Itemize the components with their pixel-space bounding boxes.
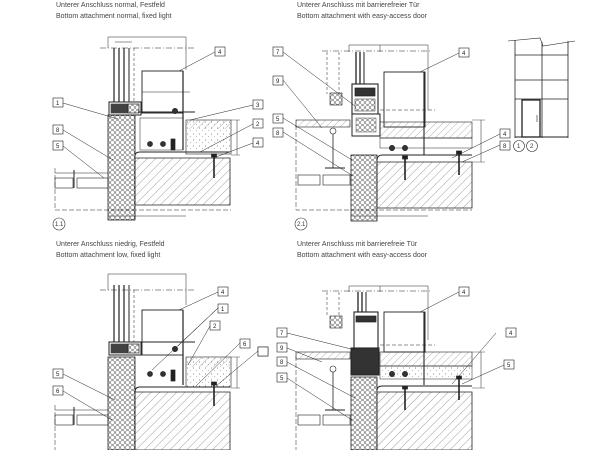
svg-text:2: 2: [530, 144, 534, 150]
detail-1-2-callouts: 4 1 2 6 4 5 6: [52, 286, 269, 396]
svg-text:6: 6: [56, 389, 60, 395]
svg-text:5: 5: [280, 376, 284, 382]
svg-text:4: 4: [221, 290, 225, 296]
caption-english: Bottom attachment normal, fixed light: [56, 13, 172, 20]
detail-2-1-callouts: 4 7 9 5 8 4 8 2.1: [272, 46, 511, 231]
svg-text:8: 8: [276, 131, 280, 137]
elevation-view: [507, 37, 576, 138]
svg-text:9: 9: [276, 79, 280, 85]
svg-text:9: 9: [280, 346, 284, 352]
svg-text:8: 8: [280, 360, 284, 366]
svg-text:5: 5: [276, 117, 280, 123]
detail-1-1-callouts: 4 1 8 5 3 2 4 1.1: [52, 46, 264, 231]
caption-english: Bottom attachment with easy-access door: [297, 13, 427, 20]
svg-text:4: 4: [462, 51, 466, 57]
svg-text:1.1: 1.1: [55, 222, 64, 228]
caption-english: Bottom attachment with easy-access door: [297, 252, 427, 259]
svg-text:2: 2: [213, 324, 217, 330]
detail-2-2: [286, 285, 505, 450]
svg-text:4: 4: [256, 141, 260, 147]
caption-2-2: Unterer Anschluss mit barrierefreie Tür …: [297, 239, 427, 261]
svg-text:3: 3: [256, 103, 260, 109]
svg-text:1: 1: [517, 144, 521, 150]
detail-2-1: [282, 44, 501, 222]
caption-1-2: Unterer Anschluss niedrig, Festfeld Bott…: [56, 239, 165, 261]
svg-text:4: 4: [462, 290, 466, 296]
caption-german: Unterer Anschluss normal, Festfeld: [56, 2, 165, 9]
svg-text:4: 4: [509, 331, 513, 337]
svg-text:8: 8: [56, 128, 60, 134]
svg-text:2.1: 2.1: [297, 222, 306, 228]
detail-1-1: [54, 36, 254, 221]
caption-german: Unterer Anschluss niedrig, Festfeld: [56, 241, 165, 248]
svg-text:6: 6: [243, 342, 247, 348]
caption-1-1: Unterer Anschluss normal, Festfeld Botto…: [56, 0, 172, 22]
svg-text:1: 1: [221, 307, 225, 313]
svg-text:2: 2: [256, 122, 260, 128]
caption-german: Unterer Anschluss mit barrierefreier Tür: [297, 2, 420, 9]
caption-german: Unterer Anschluss mit barrierefreie Tür: [297, 241, 418, 248]
detail-1-2: [54, 273, 259, 450]
svg-text:5: 5: [507, 363, 511, 369]
svg-text:7: 7: [276, 50, 280, 56]
elevation-markers: 1 2: [513, 140, 538, 152]
detail-2-2-callouts: 4 4 5 7 9 8 5: [257, 286, 517, 383]
svg-text:5: 5: [56, 144, 60, 150]
svg-text:4: 4: [503, 132, 507, 138]
svg-text:8: 8: [503, 144, 507, 150]
caption-2-1: Unterer Anschluss mit barrierefreier Tür…: [297, 0, 427, 22]
svg-text:4: 4: [218, 50, 222, 56]
svg-text:7: 7: [280, 331, 284, 337]
caption-english: Bottom attachment low, fixed light: [56, 252, 161, 259]
svg-text:5: 5: [56, 372, 60, 378]
svg-text:1: 1: [56, 101, 60, 107]
